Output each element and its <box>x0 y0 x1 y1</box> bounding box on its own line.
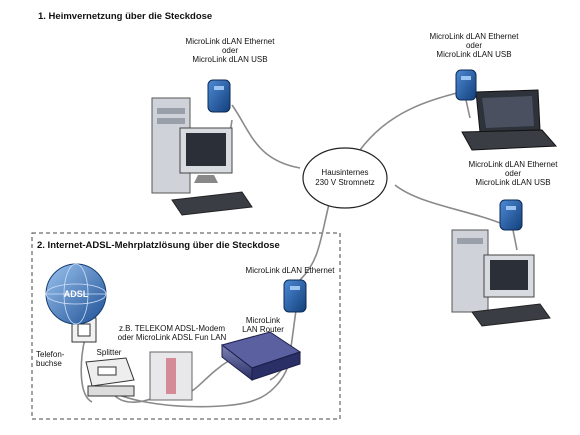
power-network-hub <box>302 147 388 209</box>
pc-top-icon <box>151 97 253 216</box>
adsl-modem-icon <box>149 351 193 401</box>
dlan-adapter-top-icon <box>207 79 231 113</box>
modem-label-line1: z.B. TELEKOM ADSL-Modem <box>118 324 226 333</box>
dlan-adapter-router-icon <box>283 279 307 313</box>
laptop-icon <box>461 89 558 151</box>
pc-right-label-line3: MicroLink dLAN USB <box>475 178 551 187</box>
adsl-globe-icon <box>45 263 107 325</box>
pc-right-label-line2: oder <box>504 169 521 178</box>
pc-top-label: MicroLink dLAN Ethernet oder MicroLink d… <box>170 37 290 64</box>
dlan-adapter-laptop-icon <box>455 69 477 101</box>
router-label: MicroLink LAN Router <box>238 316 288 334</box>
section2-frame <box>31 232 341 420</box>
pc-right-label-line1: MicroLink dLAN Ethernet <box>468 160 558 169</box>
laptop-label-line3: MicroLink dLAN USB <box>436 50 512 59</box>
laptop-label-line2: oder <box>465 41 482 50</box>
pc-top-label-line2: oder <box>221 46 238 55</box>
router-label-line2: LAN Router <box>242 325 284 334</box>
modem-label-line2: oder MicroLink ADSL Fun LAN <box>117 333 227 342</box>
lan-router-icon <box>220 331 302 382</box>
pc-top-label-line1: MicroLink dLAN Ethernet <box>185 37 275 46</box>
globe-label: ADSL <box>63 289 89 299</box>
hub-label-line2: 230 V Stromnetz <box>315 178 375 187</box>
phone-jack-label-line1: Telefon- <box>36 350 65 359</box>
modem-label: z.B. TELEKOM ADSL-Modem oder MicroLink A… <box>112 324 232 342</box>
section1-title: 1. Heimvernetzung über die Steckdose <box>38 11 213 22</box>
pc-top-label-line3: MicroLink dLAN USB <box>192 55 268 64</box>
laptop-label-line1: MicroLink dLAN Ethernet <box>429 32 519 41</box>
adapter-router-label: MicroLink dLAN Ethernet <box>245 266 335 275</box>
dlan-adapter-right-icon <box>499 199 523 231</box>
pc-right-label: MicroLink dLAN Ethernet oder MicroLink d… <box>453 160 573 187</box>
laptop-label: MicroLink dLAN Ethernet oder MicroLink d… <box>414 32 534 59</box>
phone-jack-label: Telefon- buchse <box>36 350 70 368</box>
hub-label-line1: Hausinternes <box>321 168 369 177</box>
hub-label: Hausinternes 230 V Stromnetz <box>303 168 387 188</box>
splitter-label: Splitter <box>96 348 122 357</box>
pc-right-icon <box>451 229 551 327</box>
router-label-line1: MicroLink <box>245 316 281 325</box>
section2-title: 2. Internet-ADSL-Mehrplatzlösung über di… <box>37 240 280 251</box>
phone-jack-label-line2: buchse <box>36 359 62 368</box>
splitter-icon <box>85 357 135 397</box>
